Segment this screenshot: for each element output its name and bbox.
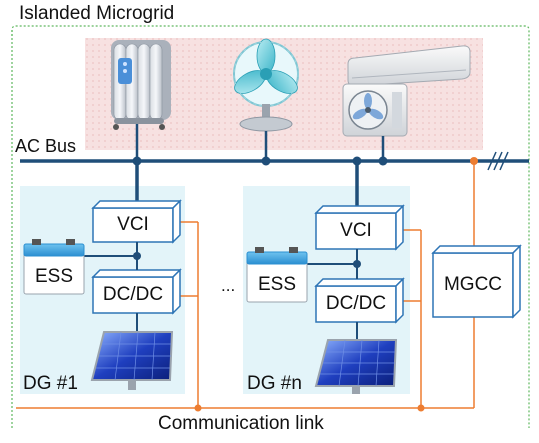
- dg1-label: DG #1: [23, 373, 78, 394]
- dcdc-box-dgn: [314, 277, 405, 324]
- vci-box-dgn: [314, 204, 405, 251]
- communication-link-label: Communication link: [158, 413, 324, 434]
- vci-box-dg1: [91, 199, 182, 244]
- solar-panel-icon-dg1: [90, 331, 174, 390]
- ac-bus-label: AC Bus: [15, 136, 77, 156]
- battery-icon-dg1: [23, 239, 85, 295]
- vci-label-dg1: VCI: [117, 214, 149, 235]
- dcdc-box-dg1: [91, 268, 182, 315]
- vci-label-dgn: VCI: [340, 220, 372, 241]
- oil-heater-icon: [111, 40, 171, 130]
- mgcc-box: [431, 244, 522, 319]
- ess-label-dg1: ESS: [34, 266, 74, 287]
- dcdc-label-dg1: DC/DC: [102, 284, 164, 305]
- battery-icon-dgn: [246, 247, 308, 303]
- three-phase-mark: [487, 151, 509, 171]
- ess-label-dgn: ESS: [257, 274, 297, 295]
- dgn-label: DG #n: [247, 373, 302, 394]
- dcdc-label-dgn: DC/DC: [325, 293, 387, 314]
- fan-icon: [233, 38, 299, 132]
- diagram-title: Islanded Microgrid: [19, 3, 175, 24]
- solar-panel-icon-dgn: [314, 339, 398, 394]
- ellipsis-label: ...: [221, 276, 236, 295]
- mgcc-label: MGCC: [443, 274, 503, 295]
- air-conditioner-icon: [342, 45, 471, 137]
